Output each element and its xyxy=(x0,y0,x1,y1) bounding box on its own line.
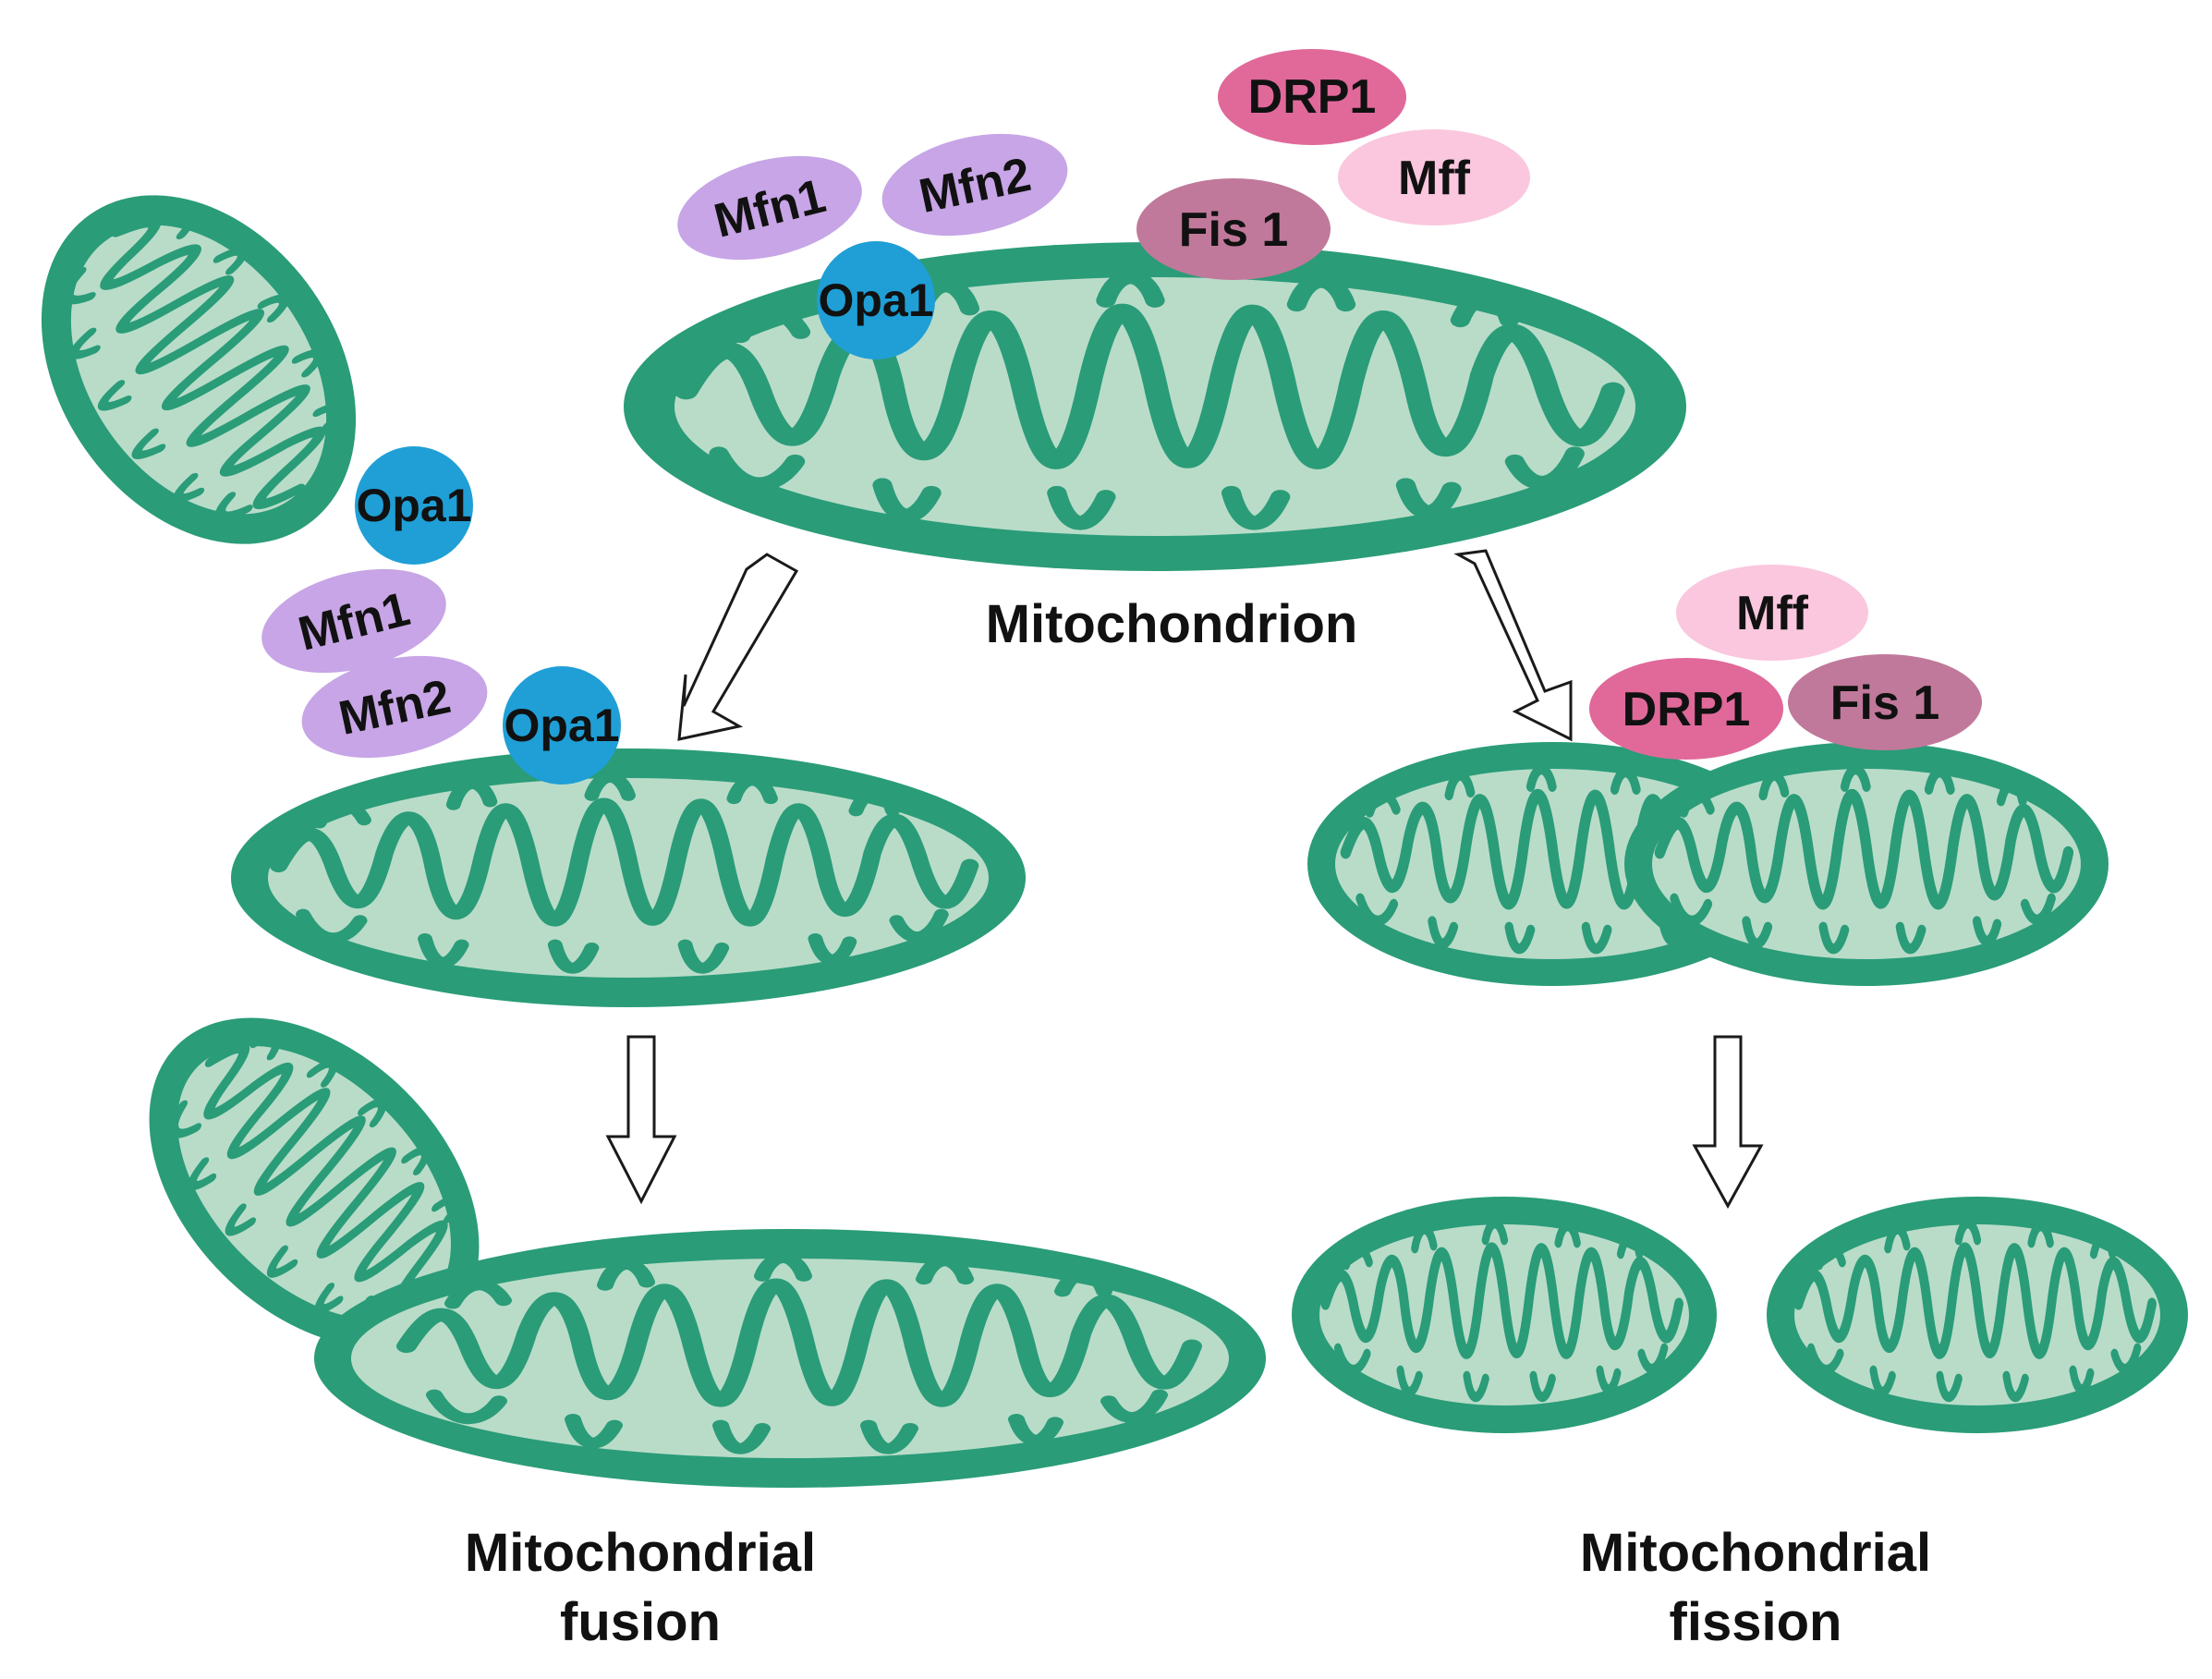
opa1-label: Opa1 xyxy=(356,480,471,531)
protein-drp1-right: DRP1 xyxy=(1589,658,1783,760)
protein-fis1-right: Fis 1 xyxy=(1788,654,1982,750)
fusion-label-line2: fusion xyxy=(560,1592,721,1652)
arrow-to-fission xyxy=(1453,549,1573,742)
protein-drp1-top: DRP1 xyxy=(1218,49,1406,145)
fis1-label: Fis 1 xyxy=(1830,676,1940,730)
mitochondrion-label: Mitochondrion xyxy=(986,594,1358,654)
mitochondrion-fission-right-half xyxy=(1624,742,2109,986)
protein-mfn2-top: Mfn2 xyxy=(881,133,1068,237)
arrow-fusion-down xyxy=(605,1035,677,1205)
fission-label-line2: fission xyxy=(1670,1592,1842,1652)
protein-mfn1-top: Mfn1 xyxy=(677,155,862,261)
arrow-to-fusion xyxy=(677,553,799,741)
fission-label-line1: Mitochondrial xyxy=(1580,1523,1931,1583)
protein-mff-right: Mff xyxy=(1676,565,1868,661)
mitochondrion-fusion-bottom xyxy=(314,1229,1266,1488)
mitochondrion-main xyxy=(624,242,1686,571)
opa1-label: Opa1 xyxy=(818,274,933,326)
fis1-label: Fis 1 xyxy=(1179,203,1289,257)
opa1-label: Opa1 xyxy=(504,700,619,751)
mitochondrion-tilted-upper xyxy=(0,135,420,604)
mitochondrion-fusion-middle xyxy=(231,748,1026,1007)
protein-mfn1-left: Mfn1 xyxy=(261,568,446,674)
mitochondrion-fusing-tilted xyxy=(86,955,543,1412)
fusion-label-line1: Mitochondrial xyxy=(465,1523,816,1583)
protein-opa1-left: Opa1 xyxy=(355,446,473,565)
protein-mff-top: Mff xyxy=(1338,129,1530,225)
protein-fis1-top: Fis 1 xyxy=(1136,178,1331,280)
mff-label: Mff xyxy=(1736,587,1809,640)
arrow-fission-down xyxy=(1692,1035,1764,1210)
mff-label: Mff xyxy=(1398,152,1471,205)
drp1-label: DRP1 xyxy=(1248,70,1377,124)
mitochondrion-daughter-right xyxy=(1767,1197,2188,1433)
protein-opa1-top: Opa1 xyxy=(817,241,935,359)
drp1-label: DRP1 xyxy=(1623,683,1751,736)
mitochondrion-daughter-left xyxy=(1292,1197,1717,1433)
protein-opa1-middle: Opa1 xyxy=(503,666,621,785)
protein-mfn2-left: Mfn2 xyxy=(301,655,488,759)
